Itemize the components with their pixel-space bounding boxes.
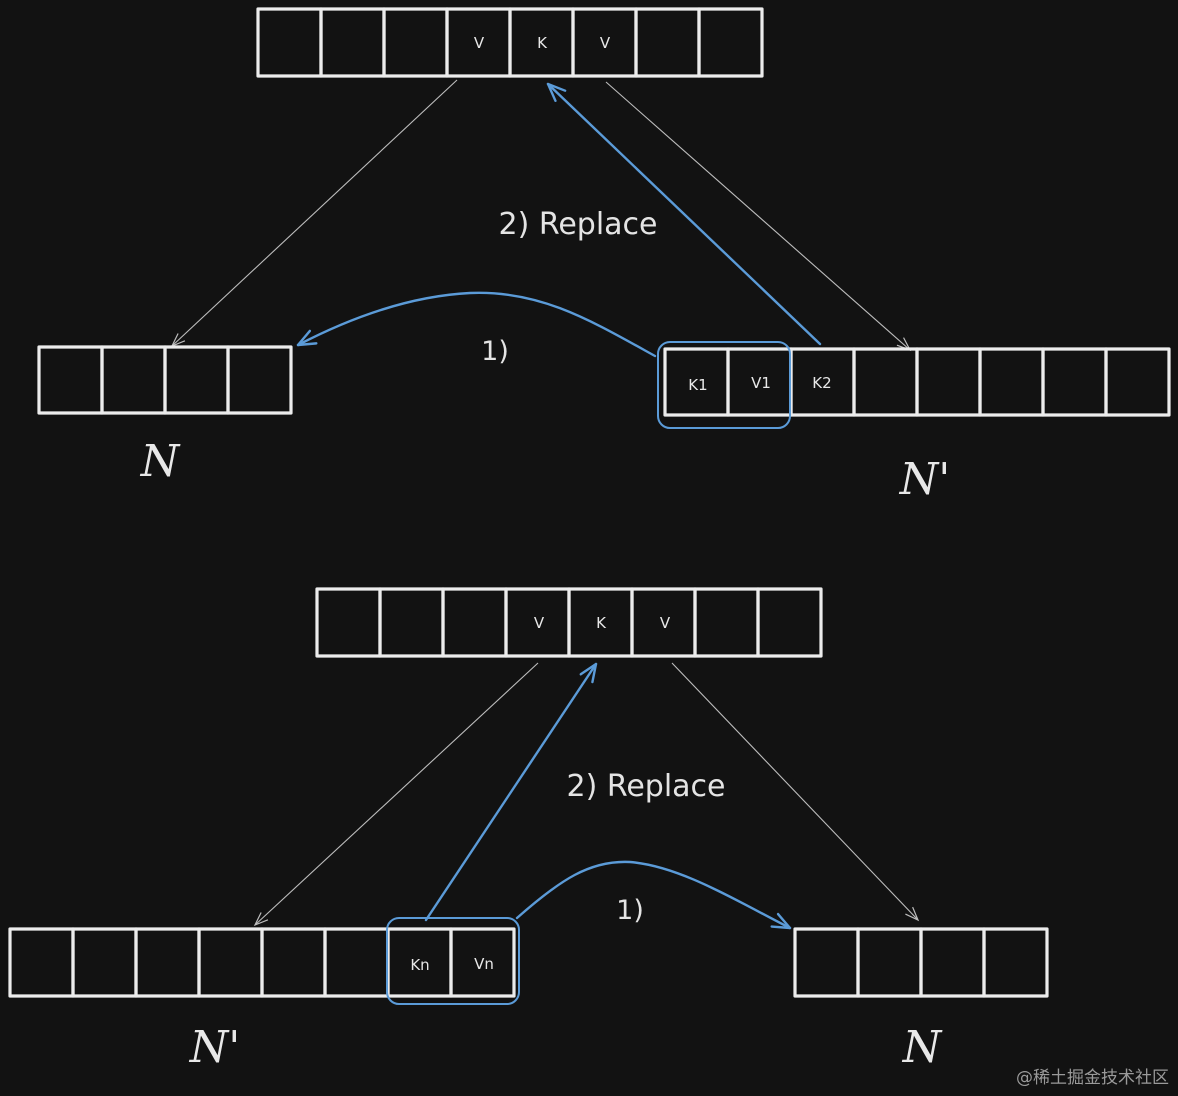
watermark-text: @稀土掘金技术社区: [1016, 1068, 1169, 1088]
top-parent-cell-6: [634, 7, 701, 78]
bottom-left-cell-3: [197, 927, 264, 998]
top-right-node-label: N': [899, 454, 951, 505]
top-pointer-to-right-child: [605, 81, 912, 352]
bottom-step2-arrow: [424, 662, 598, 922]
top-step1-label: 1): [481, 336, 509, 367]
top-parent-cell-1: [319, 7, 386, 78]
bottom-parent-cell-6: [693, 587, 760, 658]
top-parent-cell-2: [382, 7, 449, 78]
bottom-left-node: Kn Vn: [8, 927, 516, 998]
bottom-step1-label: 1): [616, 895, 644, 926]
bottom-right-cell-2: [919, 927, 986, 998]
bottom-left-cell-1: [71, 927, 138, 998]
bottom-left-node-label: N': [189, 1022, 241, 1073]
top-parent-value-right: V: [600, 34, 611, 52]
top-scenario: V K V N K1 V1 K2 N': [37, 7, 1171, 505]
top-left-node-label: N: [140, 436, 181, 487]
top-right-cell-3: [852, 347, 919, 417]
top-right-cell-5: [978, 347, 1045, 417]
top-left-cell-0: [37, 345, 104, 415]
bottom-left-cell-5: [323, 927, 390, 998]
top-moved-pair-highlight: [657, 341, 791, 429]
top-pointer-to-left-child: [170, 79, 458, 348]
top-left-cell-1: [100, 345, 167, 415]
top-step2-label: 2) Replace: [499, 207, 658, 242]
top-parent-key: K: [537, 34, 548, 52]
top-step2-arrow: [546, 82, 822, 346]
top-parent-value-left: V: [474, 34, 485, 52]
bottom-parent-node: V K V: [315, 587, 823, 658]
bottom-right-cell-1: [856, 927, 923, 998]
top-parent-cell-7: [697, 7, 764, 78]
bottom-right-node-label: N: [902, 1022, 943, 1073]
top-right-cell-7: [1104, 347, 1171, 417]
top-right-cell-6: [1041, 347, 1108, 417]
bottom-right-node: [793, 927, 1049, 998]
bottom-right-cell-0: [793, 927, 860, 998]
bottom-parent-key: K: [596, 614, 607, 632]
bottom-left-cell-4: [260, 927, 327, 998]
bottom-right-cell-3: [982, 927, 1049, 998]
bottom-parent-cell-7: [756, 587, 823, 658]
bottom-parent-cell-2: [441, 587, 508, 658]
bottom-left-cell-2: [134, 927, 201, 998]
bottom-scenario: V K V Kn Vn N' N: [8, 587, 1049, 1073]
top-right-cell-4: [915, 347, 982, 417]
top-left-node: [37, 345, 293, 415]
top-left-cell-3: [226, 345, 293, 415]
top-parent-node: V K V: [256, 7, 764, 78]
bottom-left-cell-7: [449, 927, 516, 998]
bottom-parent-value-right: V: [660, 614, 671, 632]
top-right-key-2: K2: [812, 374, 831, 392]
bottom-pointer-to-left-child: [253, 662, 539, 927]
bottom-step2-label: 2) Replace: [567, 769, 726, 804]
bottom-step1-arrow: [515, 860, 792, 930]
bottom-parent-cell-1: [378, 587, 445, 658]
top-right-node: K1 V1 K2: [663, 347, 1171, 417]
top-right-value-1: V1: [751, 374, 771, 392]
bottom-left-value-n: Vn: [474, 955, 494, 973]
bottom-left-key-n: Kn: [410, 956, 429, 974]
bottom-moved-pair-highlight: [386, 917, 520, 1005]
top-left-cell-2: [163, 345, 230, 415]
top-step1-arrow: [296, 291, 657, 358]
bottom-parent-cell-0: [315, 587, 382, 658]
top-right-key-1: K1: [688, 376, 707, 394]
top-parent-cell-0: [256, 7, 323, 78]
bottom-parent-value-left: V: [534, 614, 545, 632]
bottom-pointer-to-right-child: [671, 662, 920, 922]
bottom-left-cell-0: [8, 927, 75, 998]
